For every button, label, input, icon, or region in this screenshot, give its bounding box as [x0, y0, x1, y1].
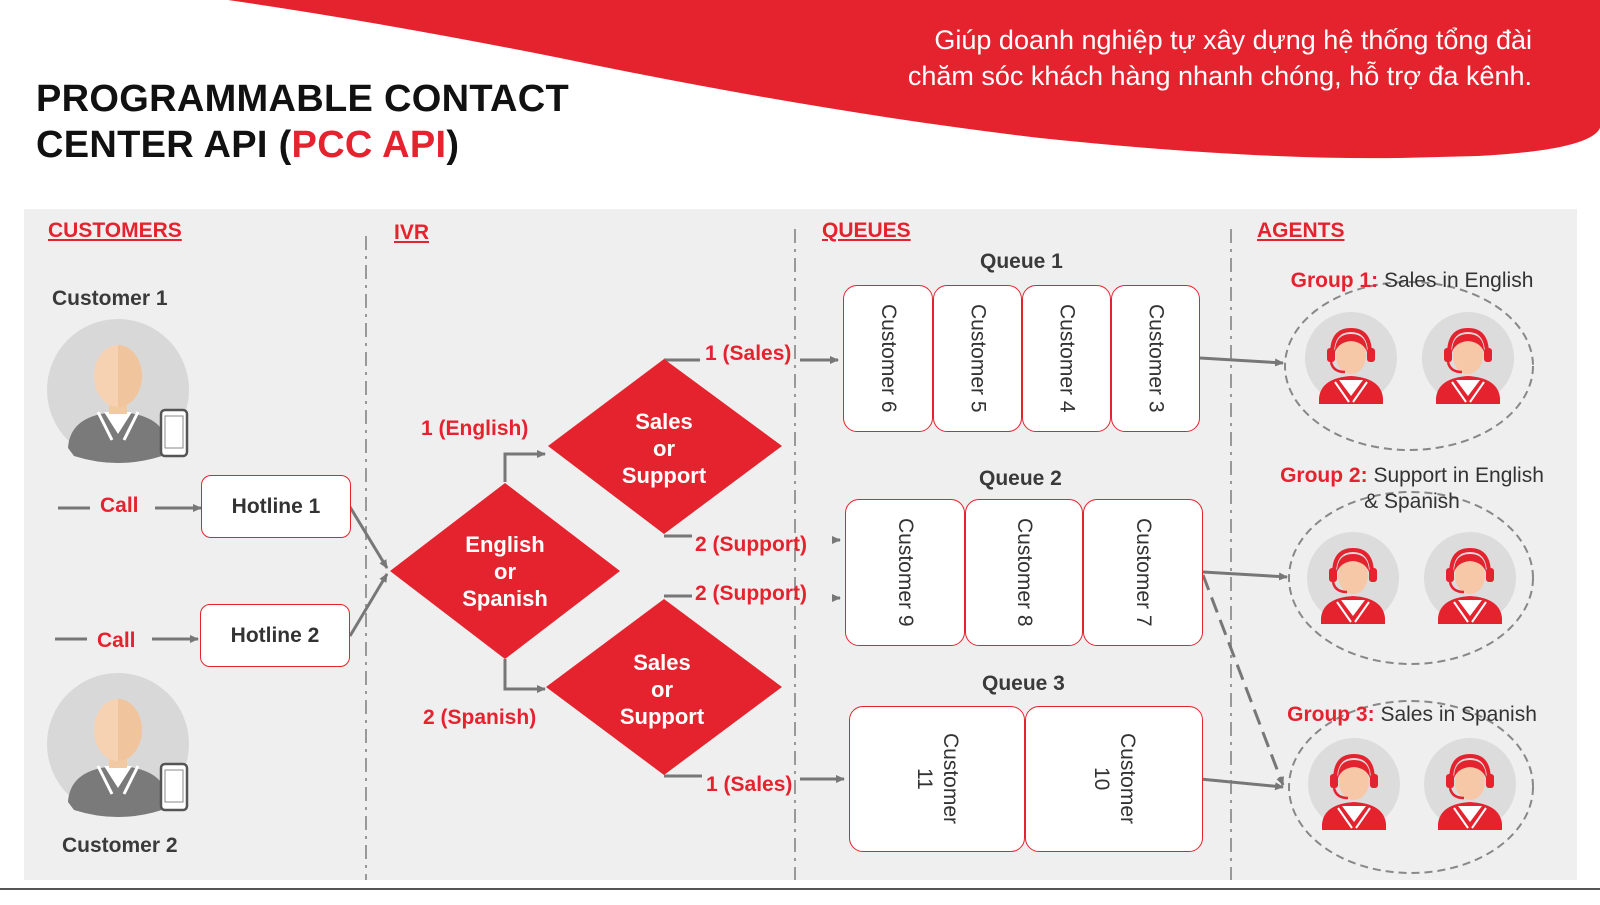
customer-2-icon	[45, 671, 191, 819]
section-agents: AGENTS	[1257, 219, 1345, 242]
en-support-label: 2 (Support)	[695, 533, 807, 556]
title-prefix: CENTER API (	[36, 124, 292, 166]
agent-icon	[1306, 736, 1402, 832]
queue-2-slot: Customer 7	[1083, 499, 1203, 646]
queued-customer: Customer 8	[1013, 518, 1036, 627]
queue-2-slot: Customer 9	[845, 499, 965, 646]
hotline-1-box: Hotline 1	[201, 475, 351, 538]
agent-icon	[1303, 310, 1399, 406]
connectors	[55, 356, 1288, 791]
page-title: PROGRAMMABLE CONTACT CENTER API (PCC API…	[36, 76, 569, 168]
queued-customer: Customer 4	[1055, 304, 1079, 413]
customer-1-label: Customer 1	[52, 287, 168, 310]
es-sales-label: 1 (Sales)	[706, 773, 793, 796]
queue-1-slot: Customer 6	[843, 285, 933, 432]
agent-icon	[1420, 310, 1516, 406]
queued-customer: Customer 7	[1132, 518, 1155, 627]
section-ivr: IVR	[394, 221, 430, 244]
agent-group-outlines	[1284, 281, 1534, 874]
title-line-2: CENTER API (PCC API)	[36, 122, 569, 168]
queued-customer: Customer 9	[894, 518, 917, 627]
queue-3-title: Queue 3	[982, 672, 1065, 695]
section-queues: QUEUES	[822, 219, 911, 242]
spanish-decision-text: Sales or Support	[619, 650, 705, 729]
queued-customer: Customer 3	[1144, 304, 1168, 413]
title-highlight: PCC API	[291, 124, 447, 166]
section-dividers	[365, 229, 1232, 880]
agent-icon	[1422, 736, 1518, 832]
title-line-1: PROGRAMMABLE CONTACT	[36, 78, 570, 120]
queue-2-slot: Customer 8	[965, 499, 1083, 646]
language-decision-text: English or Spanish	[462, 532, 548, 611]
spanish-decision-diamond	[546, 599, 782, 775]
queued-customer: Customer 6	[877, 304, 900, 413]
agent-icon	[1305, 530, 1401, 626]
footer-divider	[0, 888, 1600, 890]
customer-2-label: Customer 2	[62, 834, 178, 857]
english-decision-text: Sales or Support	[621, 409, 707, 488]
title-suffix: )	[446, 124, 460, 166]
queue-1-slot: Customer 4	[1022, 285, 1111, 432]
es-support-label: 2 (Support)	[695, 582, 807, 605]
english-option-label: 1 (English)	[421, 417, 529, 440]
tagline: Giúp doanh nghiệp tự xây dựng hệ thống t…	[772, 22, 1532, 94]
group-3-label: Group 3: Sales in Spanish	[1287, 703, 1537, 726]
language-decision-diamond	[390, 483, 620, 659]
tagline-line-2: chăm sóc khách hàng nhanh chóng, hỗ trợ …	[907, 61, 1532, 91]
tagline-line-1: Giúp doanh nghiệp tự xây dựng hệ thống t…	[934, 25, 1532, 55]
spanish-option-label: 2 (Spanish)	[423, 706, 537, 729]
group-2-label: Group 2: Support in English & Spanish	[1280, 464, 1544, 513]
queue-2-title: Queue 2	[979, 467, 1062, 490]
group-1-label: Group 1: Sales in English	[1290, 269, 1534, 292]
call-label-1: Call	[100, 494, 139, 517]
queue-1-title: Queue 1	[980, 250, 1063, 273]
call-label-2: Call	[97, 629, 136, 652]
header-banner	[228, 0, 1600, 159]
hotline-2-box: Hotline 2	[200, 604, 350, 667]
agent-icon	[1422, 530, 1518, 626]
english-decision-diamond	[548, 359, 782, 534]
section-customers: CUSTOMERS	[48, 219, 182, 242]
queue-1-slot: Customer 3	[1111, 285, 1200, 432]
customer-1-icon	[45, 317, 191, 465]
en-sales-label: 1 (Sales)	[705, 342, 792, 365]
queued-customer: Customer 5	[966, 304, 990, 413]
queue-1-slot: Customer 5	[933, 285, 1022, 432]
